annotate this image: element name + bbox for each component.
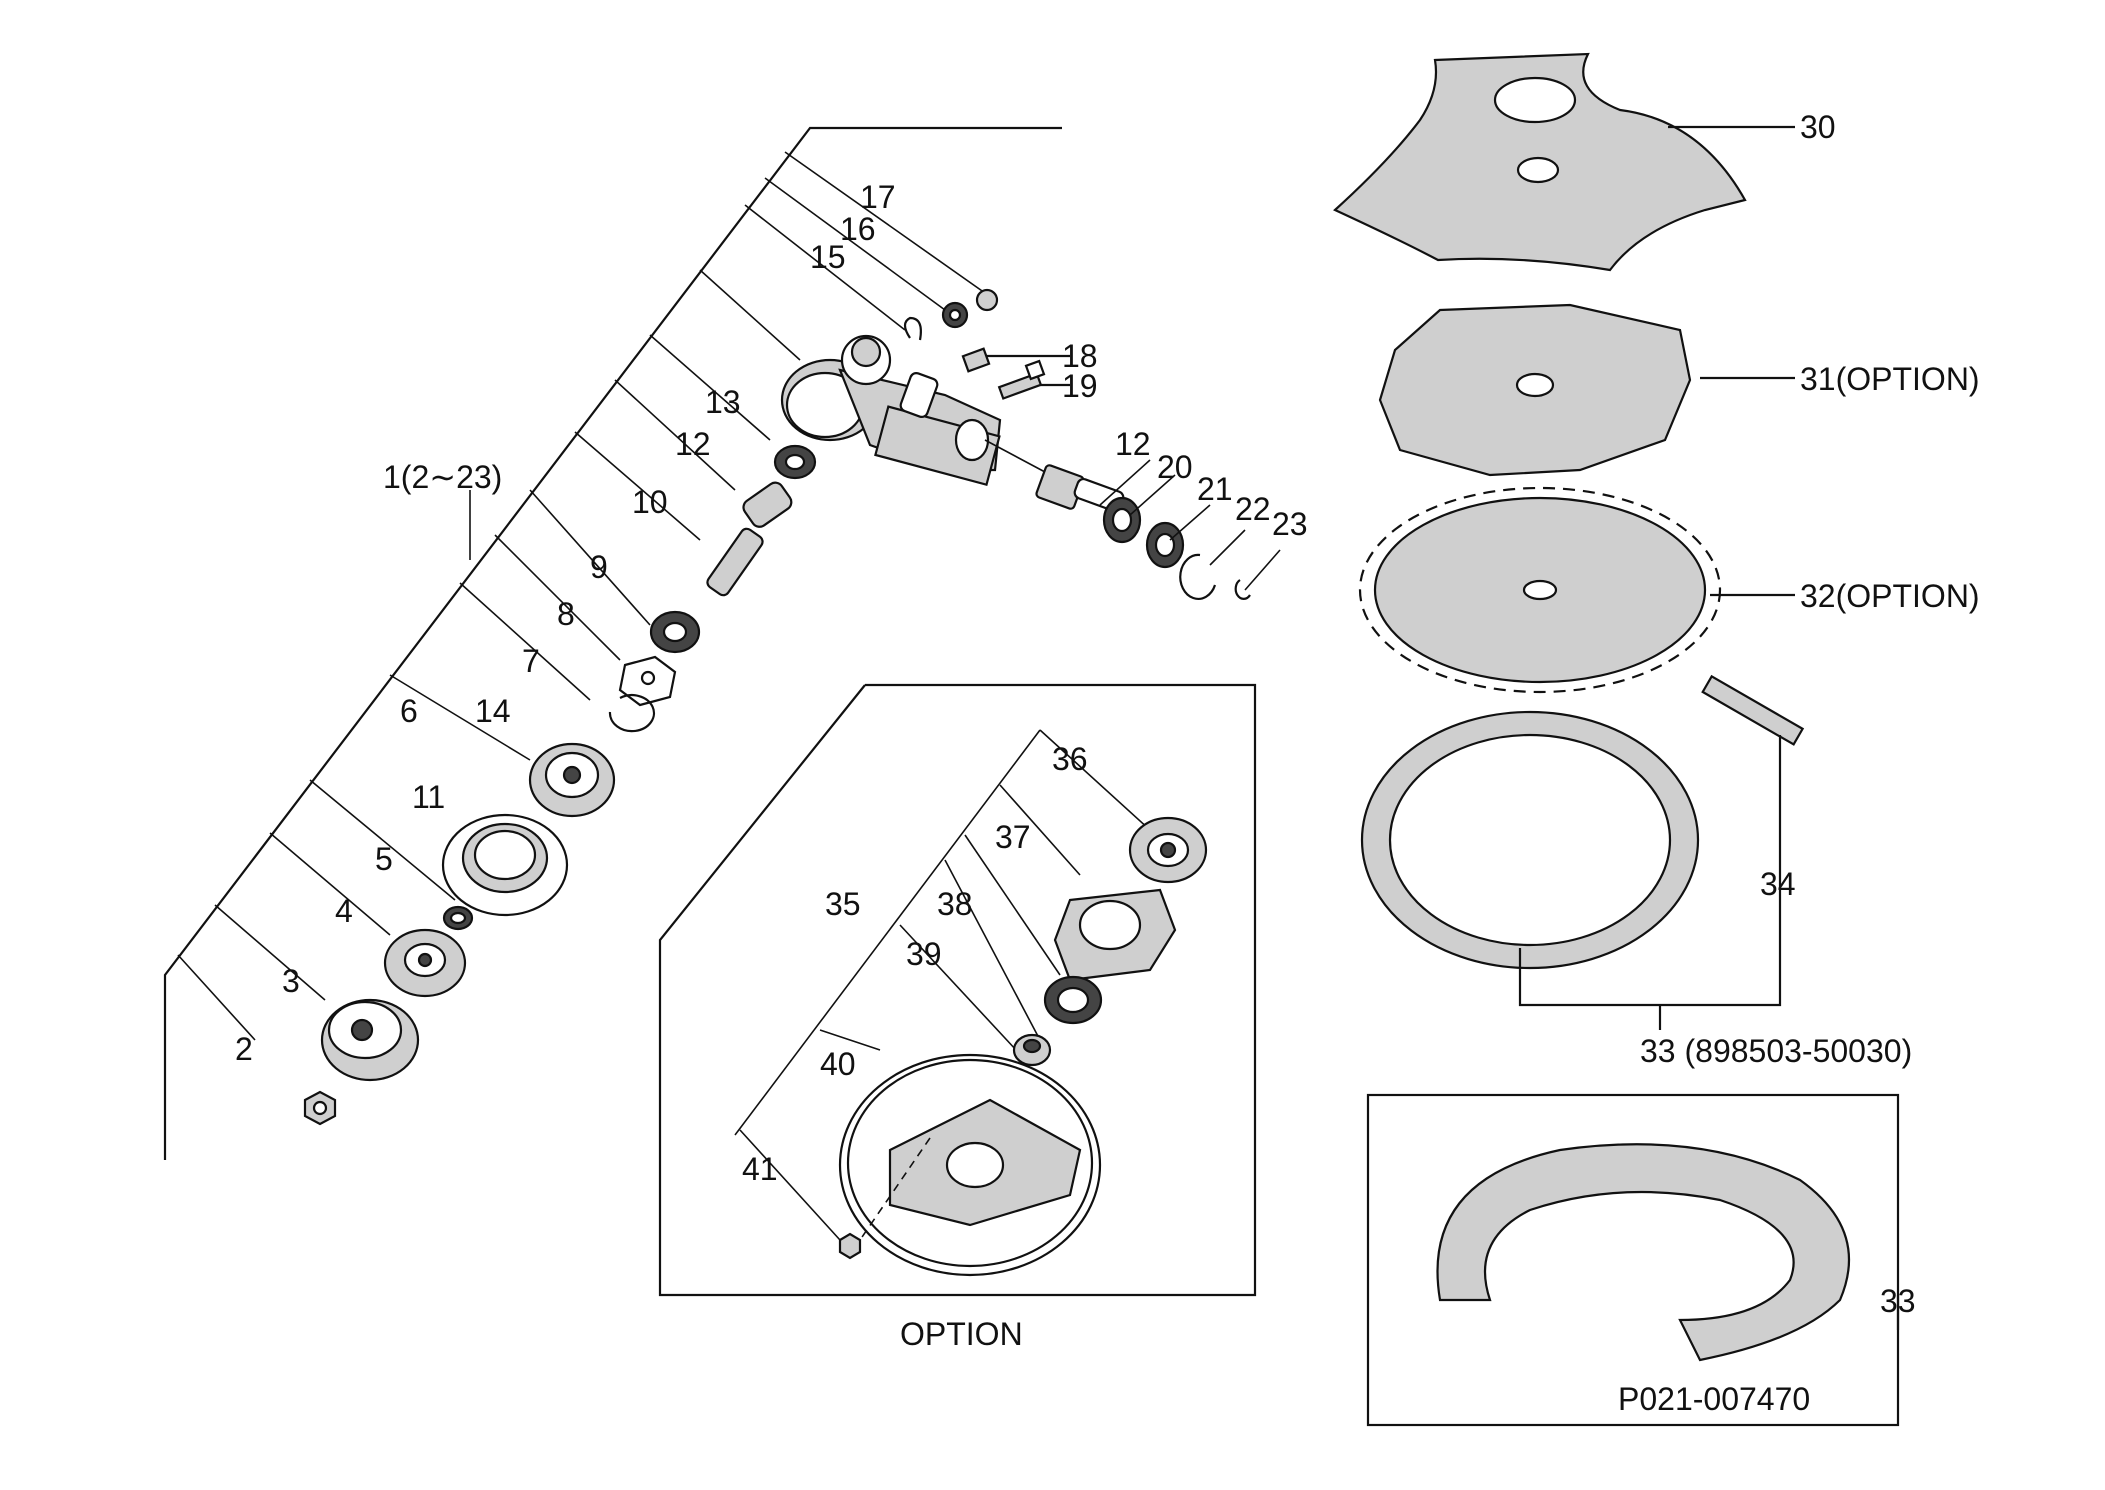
label-23: 23: [1272, 506, 1308, 542]
guard-box-33: [1366, 1093, 1900, 1427]
gear-case: [780, 334, 1002, 487]
label-33b: 33: [1880, 1283, 1916, 1319]
label-11: 11: [412, 779, 445, 815]
label-10: 10: [632, 484, 668, 520]
label-19: 19: [1062, 368, 1098, 404]
label-18: 18: [1062, 338, 1098, 374]
label-41: 41: [742, 1151, 778, 1187]
label-21: 21: [1197, 471, 1233, 507]
label-30: 30: [1800, 109, 1836, 145]
label-6: 6: [400, 693, 418, 729]
label-37: 37: [995, 819, 1031, 855]
diagonal-parts: [303, 444, 817, 1126]
guard-ring-33: [1360, 674, 1805, 1030]
label-39: 39: [906, 936, 942, 972]
label-36: 36: [1052, 741, 1088, 777]
label-5: 5: [375, 841, 393, 877]
label-33-part-number: 33 (898503-50030): [1640, 1033, 1912, 1069]
label-4: 4: [335, 893, 353, 929]
label-7: 7: [522, 643, 540, 679]
drawing-code: P021-007470: [1618, 1381, 1810, 1417]
label-8: 8: [557, 596, 575, 632]
label-3: 3: [282, 963, 300, 999]
label-40: 40: [820, 1046, 856, 1082]
label-12b: 12: [1115, 426, 1151, 462]
part-labels: 17 16 15 18 19 13 12 1(2∼23) 10 9 8 7 6 …: [235, 109, 1980, 1417]
label-12a: 12: [675, 426, 711, 462]
label-9: 9: [590, 549, 608, 585]
blade-31: [1378, 303, 1795, 477]
label-31: 31(OPTION): [1800, 361, 1980, 397]
main-assembly-bracket: [163, 126, 1062, 1160]
label-2: 2: [235, 1031, 253, 1067]
label-option: OPTION: [900, 1316, 1023, 1352]
fasteners: [903, 288, 1070, 400]
label-32: 32(OPTION): [1800, 578, 1980, 614]
label-17: 17: [860, 179, 896, 215]
blade-32: [1358, 486, 1795, 694]
label-14: 14: [475, 693, 511, 729]
output-shaft-parts: [984, 439, 1281, 600]
label-22: 22: [1235, 491, 1271, 527]
blade-30: [1333, 52, 1795, 272]
label-13: 13: [705, 384, 741, 420]
label-38: 38: [937, 886, 973, 922]
label-1: 1(2∼23): [383, 459, 502, 495]
label-35: 35: [825, 886, 861, 922]
label-34: 34: [1760, 866, 1796, 902]
option-box: [658, 683, 1257, 1297]
label-20: 20: [1157, 449, 1193, 485]
label-16: 16: [840, 211, 876, 247]
label-15: 15: [810, 239, 846, 275]
